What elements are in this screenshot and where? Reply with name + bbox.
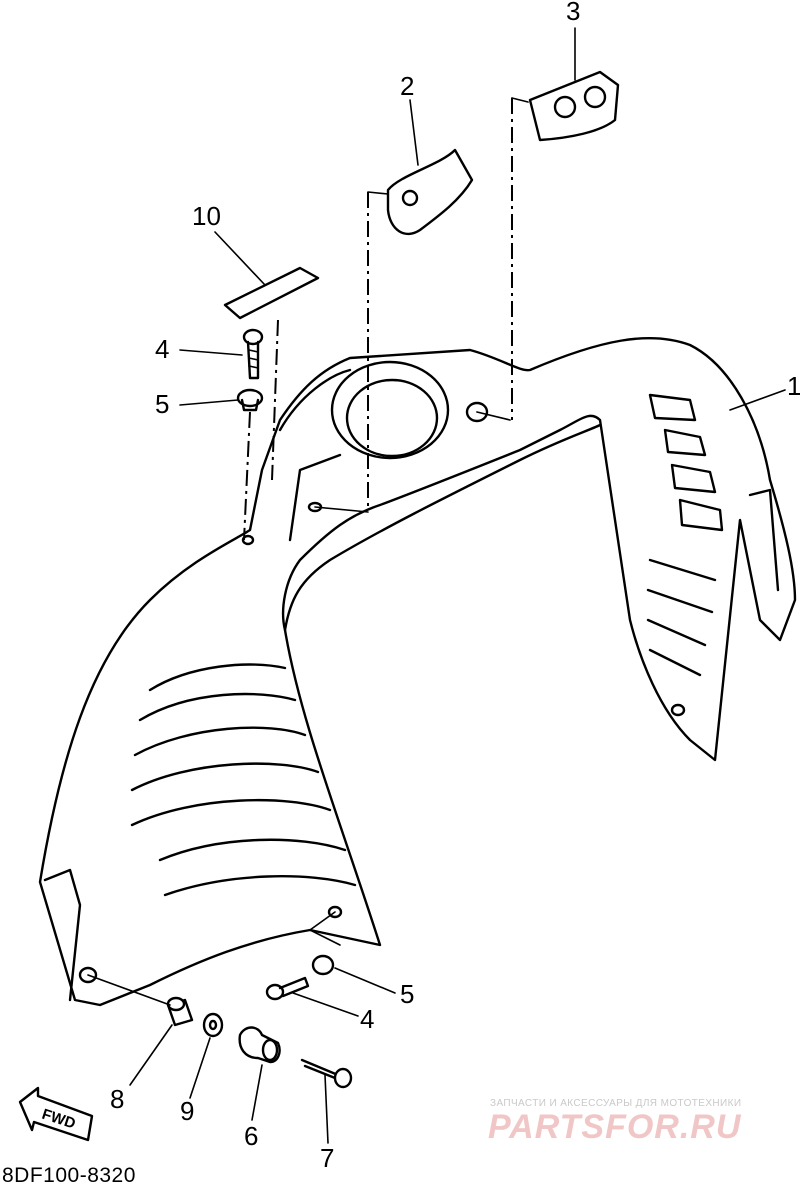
callout-9: 9 bbox=[180, 1096, 194, 1126]
callout-6: 6 bbox=[244, 1121, 258, 1151]
part-7-bolt bbox=[300, 1058, 353, 1089]
part-3-plate bbox=[528, 70, 620, 142]
callout-5-upper: 5 bbox=[155, 389, 169, 419]
part-4-screw-lower bbox=[265, 976, 310, 1001]
callout-4-upper: 4 bbox=[155, 334, 169, 364]
callout-8: 8 bbox=[110, 1084, 124, 1114]
callout-2: 2 bbox=[400, 71, 414, 101]
callout-3: 3 bbox=[566, 0, 580, 26]
diagram-part-number: 8DF100-8320 bbox=[2, 1164, 136, 1187]
part-10-strip bbox=[223, 266, 320, 320]
part-6-damper bbox=[238, 1026, 281, 1064]
watermark-tagline: ЗАПЧАСТИ И АКСЕССУАРЫ ДЛЯ МОТОТЕХНИКИ bbox=[490, 1098, 742, 1109]
callout-10: 10 bbox=[192, 201, 221, 231]
callout-5-lower: 5 bbox=[400, 979, 414, 1009]
front-cover-panel bbox=[38, 336, 797, 1007]
leader-lines bbox=[129, 27, 786, 1144]
watermark-logo: PARTSFOR.RU bbox=[488, 1108, 742, 1146]
part-5-grommet-lower bbox=[311, 954, 335, 976]
fwd-arrow: FWD bbox=[18, 1086, 94, 1142]
callout-7: 7 bbox=[320, 1143, 334, 1173]
assembly-lines bbox=[87, 97, 529, 1006]
part-8-collar bbox=[166, 996, 194, 1027]
callout-4-lower: 4 bbox=[360, 1004, 374, 1034]
part-4-screw-upper bbox=[242, 328, 264, 380]
callout-1: 1 bbox=[787, 371, 800, 401]
part-9-washer bbox=[202, 1012, 224, 1038]
part-5-grommet-upper bbox=[236, 388, 264, 412]
part-2-bracket bbox=[386, 148, 474, 236]
